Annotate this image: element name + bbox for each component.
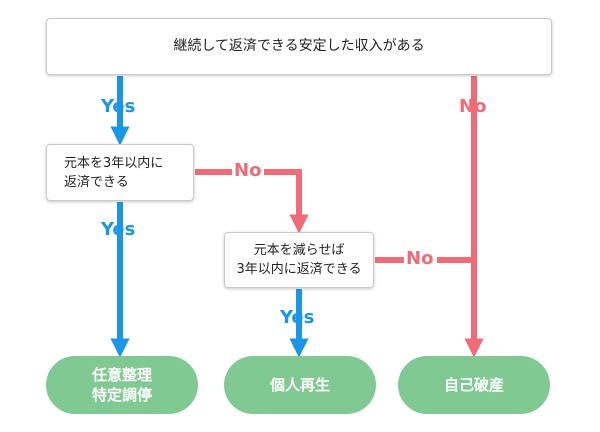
question-text-line: 返済できる	[64, 174, 129, 190]
question-repay-in-3-years: 元本を3年以内に 返済できる	[46, 144, 194, 201]
question-text-line: 3年以内に返済できる	[236, 262, 362, 277]
result-text-line: 個人再生	[269, 376, 330, 394]
arrow-q2-no-tail	[264, 169, 309, 234]
result-individual-rehabilitation: 個人再生	[224, 356, 376, 414]
result-bankruptcy: 自己破産	[398, 356, 550, 414]
no-label-q3: No	[406, 248, 434, 269]
yes-label-q1: Yes	[101, 96, 136, 117]
question-stable-income: 継続して返済できる安定した収入がある	[46, 18, 552, 75]
result-voluntary-arrangement: 任意整理 特定調停	[46, 356, 198, 414]
yes-label-q2: Yes	[101, 219, 136, 240]
no-label-q2: No	[234, 160, 262, 181]
question-text-line: 元本を減らせば	[253, 243, 345, 258]
result-text-line: 自己破産	[443, 376, 504, 394]
no-label-q1: No	[459, 96, 487, 117]
result-text-line: 特定調停	[91, 386, 152, 404]
result-text-line: 任意整理	[91, 366, 152, 384]
yes-label-q3: Yes	[280, 307, 315, 328]
question-reduce-principal: 元本を減らせば 3年以内に返済できる	[224, 232, 374, 288]
question-text-line: 元本を3年以内に	[64, 155, 164, 171]
question-text: 継続して返済できる安定した収入がある	[173, 38, 425, 54]
